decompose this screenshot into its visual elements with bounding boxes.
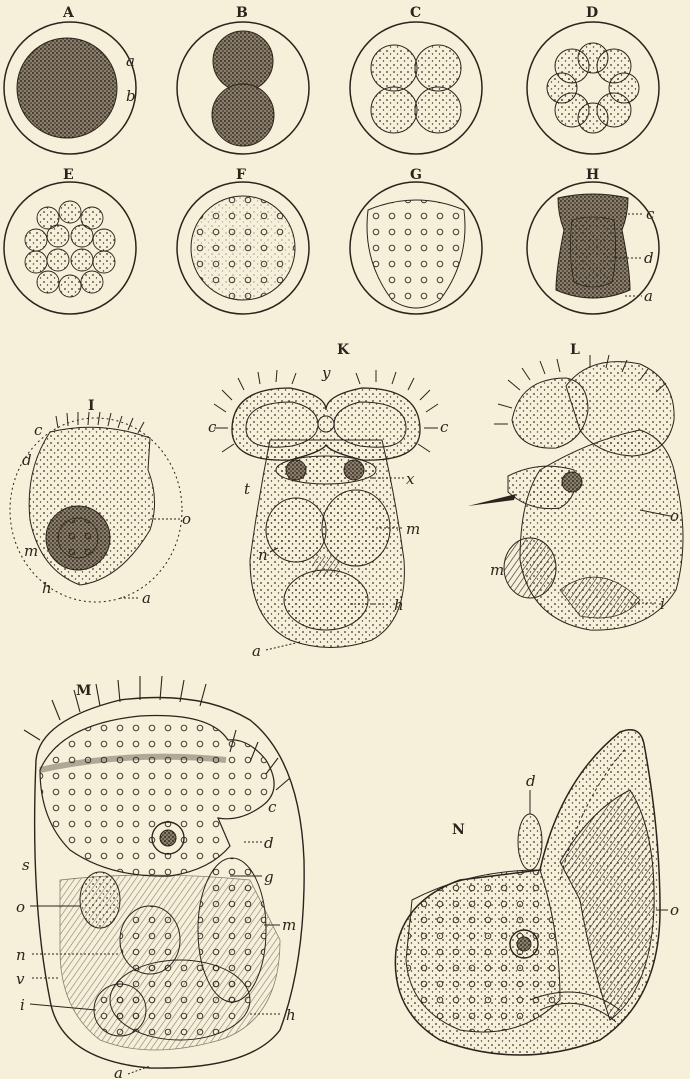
figure-label: M bbox=[76, 683, 92, 699]
figure-B: B bbox=[177, 5, 309, 154]
part-label: o bbox=[670, 507, 679, 525]
part-label: o bbox=[182, 510, 191, 528]
figure-E: E bbox=[4, 167, 136, 314]
part-label: s bbox=[22, 856, 30, 874]
figure-F: F bbox=[177, 167, 309, 314]
blastomere bbox=[415, 87, 461, 133]
figure-D: D bbox=[527, 5, 659, 154]
part-label: c bbox=[646, 205, 655, 223]
part-label: d bbox=[264, 834, 274, 852]
blastomere bbox=[371, 87, 417, 133]
part-label: n bbox=[16, 946, 26, 964]
part-label: m bbox=[24, 542, 38, 560]
part-label: t bbox=[244, 480, 251, 498]
figure-label: I bbox=[88, 398, 95, 414]
part-label: x bbox=[406, 470, 415, 488]
part-label: d bbox=[22, 451, 32, 469]
part-label: d bbox=[526, 772, 536, 790]
part-label: c bbox=[440, 418, 449, 436]
figure-N: N d o bbox=[395, 730, 679, 1055]
blastomere bbox=[578, 43, 608, 73]
part-label: m bbox=[490, 561, 504, 579]
part-label: a bbox=[126, 52, 135, 70]
blastomere bbox=[371, 45, 417, 91]
part-label: c bbox=[34, 421, 43, 439]
part-label: b bbox=[126, 87, 136, 105]
blastomere bbox=[609, 73, 639, 103]
part-label: n bbox=[258, 546, 268, 564]
figure-label: N bbox=[452, 822, 465, 838]
blastomere bbox=[415, 45, 461, 91]
part-label: a bbox=[114, 1064, 123, 1079]
part-label: c bbox=[208, 418, 217, 436]
part-label: m bbox=[406, 520, 420, 538]
part-label: h bbox=[394, 596, 404, 614]
figure-I: I c d m h o a bbox=[10, 398, 191, 607]
part-label: i bbox=[660, 595, 665, 613]
figure-label: L bbox=[570, 342, 580, 358]
figure-L: L o m i bbox=[468, 342, 683, 630]
part-label: o bbox=[670, 901, 679, 919]
figure-label: K bbox=[337, 342, 350, 358]
figure-label: F bbox=[236, 167, 246, 183]
blastomere bbox=[547, 73, 577, 103]
figure-M: M c d s g o m n v bbox=[16, 676, 304, 1079]
egg-yolk bbox=[17, 38, 117, 138]
figure-label: B bbox=[236, 5, 248, 21]
part-label: o bbox=[16, 898, 25, 916]
figure-label: H bbox=[586, 167, 599, 183]
figure-label: E bbox=[63, 167, 74, 183]
figure-label: A bbox=[62, 5, 75, 21]
figure-label: D bbox=[586, 5, 598, 21]
blastomere bbox=[212, 84, 274, 146]
part-label: a bbox=[644, 287, 653, 305]
part-label: a bbox=[142, 589, 151, 607]
figure-K: K y c c x t m n bbox=[208, 342, 449, 660]
part-label: h bbox=[42, 579, 52, 597]
figure-H: H c d a bbox=[527, 167, 659, 314]
part-label: i bbox=[20, 996, 25, 1014]
part-label: h bbox=[286, 1006, 296, 1024]
part-label: g bbox=[264, 868, 274, 886]
figure-C: C bbox=[350, 5, 482, 154]
figure-A: A a b bbox=[4, 5, 136, 154]
blastomere bbox=[213, 31, 273, 91]
part-label: c bbox=[268, 798, 277, 816]
figure-label: C bbox=[410, 5, 421, 21]
blastomere bbox=[578, 103, 608, 133]
part-label: a bbox=[252, 642, 261, 660]
part-label: y bbox=[321, 364, 331, 382]
figure-label: G bbox=[410, 167, 422, 183]
part-label: m bbox=[282, 916, 296, 934]
part-label: v bbox=[16, 970, 25, 988]
figure-G: G bbox=[350, 167, 482, 314]
part-label: d bbox=[644, 249, 654, 267]
